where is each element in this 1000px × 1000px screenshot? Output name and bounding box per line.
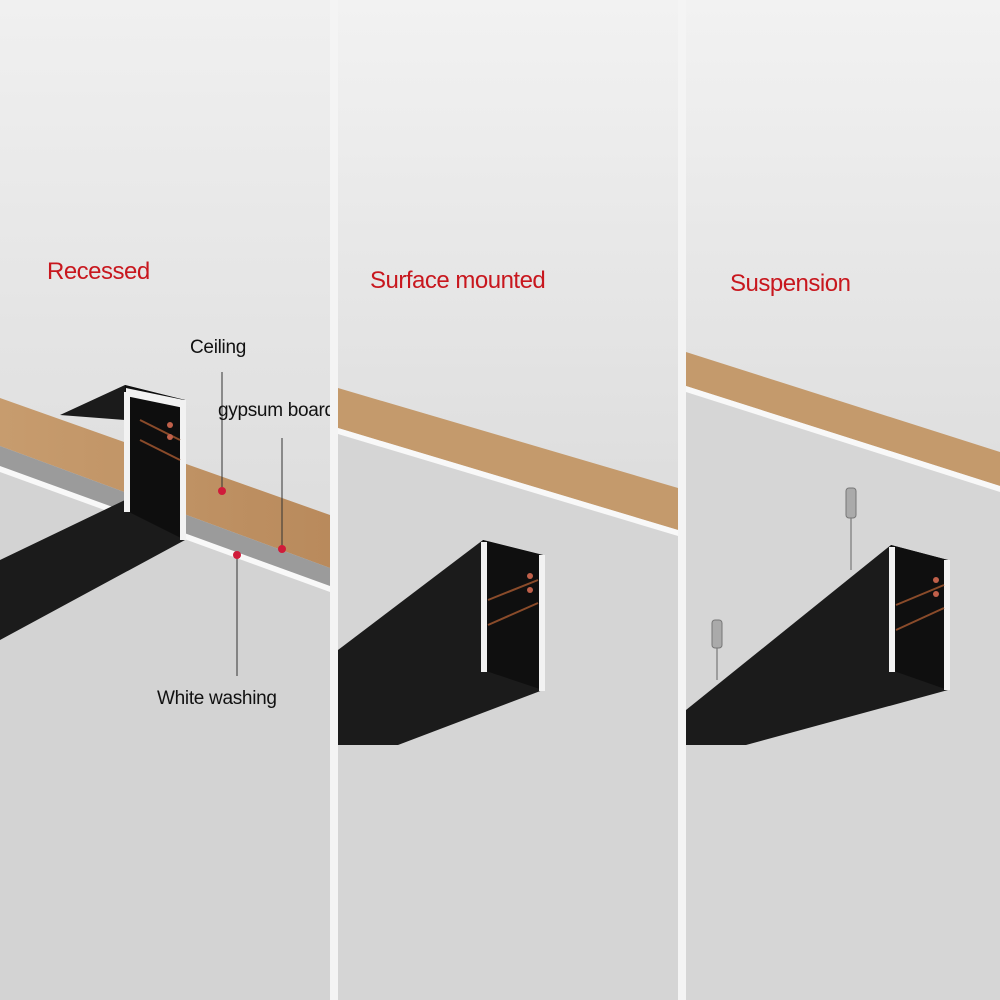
suspension-illustration (686, 0, 1000, 1000)
suspension-profile-end (891, 545, 948, 690)
wood-ceiling-strip (338, 388, 678, 530)
gypsum-marker-icon (278, 545, 286, 553)
surface-illustration (338, 0, 678, 1000)
profile-edge-left (481, 542, 487, 672)
ceiling-plane (0, 470, 330, 1000)
ceiling-anchor-icon (845, 487, 857, 519)
ceiling-plane (338, 430, 678, 1000)
panel-surface-mounted: Surface mounted (338, 0, 678, 1000)
rail-contact (167, 422, 173, 428)
ceiling-label: Ceiling (190, 337, 246, 358)
ceiling-marker-icon (218, 487, 226, 495)
profile-edge-right (539, 555, 545, 691)
copper-rail (487, 579, 539, 601)
profile-edge-left (889, 547, 895, 672)
rail-contact (527, 587, 533, 593)
panel-suspension: Suspension (686, 0, 1000, 1000)
copper-rail (487, 602, 539, 626)
profile-edge-right (180, 400, 186, 540)
rail-contact (933, 591, 939, 597)
panel-recessed: Recessed Ceiling gypsum board White wash… (0, 0, 330, 1000)
gypsum-label: gypsum board (218, 400, 330, 421)
copper-rail (139, 419, 181, 441)
white-trim (338, 428, 678, 536)
surface-mounted-title: Surface mounted (370, 267, 546, 294)
wood-ceiling-strip (686, 352, 1000, 486)
copper-rail (139, 439, 181, 461)
copper-rail (895, 584, 945, 606)
rail-contact (527, 573, 533, 579)
white-trim (686, 386, 1000, 492)
ceiling-anchor-icon (711, 619, 723, 649)
profile-edge-left (124, 392, 130, 512)
suspension-profile (686, 545, 948, 745)
profile-lip (126, 388, 184, 408)
washing-marker-icon (233, 551, 241, 559)
copper-rail (895, 607, 945, 631)
rail-contact (933, 577, 939, 583)
white-washing-label: White washing (157, 688, 277, 709)
profile-edge-right (944, 560, 950, 690)
panel-divider (678, 0, 686, 1000)
suspension-title: Suspension (730, 270, 851, 297)
panel-divider (330, 0, 338, 1000)
rail-contact (167, 434, 173, 440)
recessed-illustration (0, 0, 330, 1000)
recessed-title: Recessed (47, 258, 150, 285)
